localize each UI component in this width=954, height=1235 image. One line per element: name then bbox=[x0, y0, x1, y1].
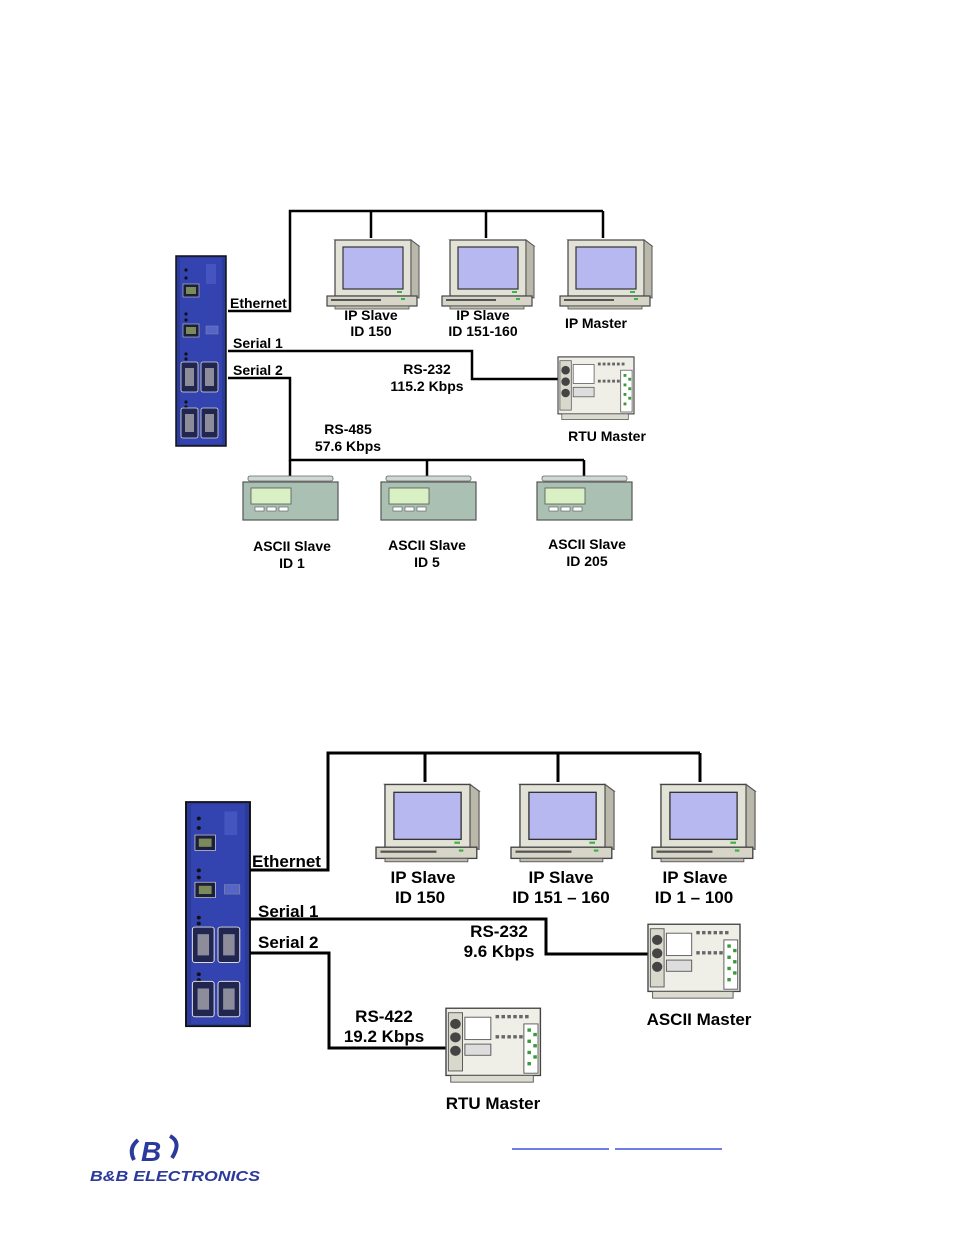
ethernet-bus-1 bbox=[228, 209, 605, 313]
ascii-slave-5-device bbox=[380, 475, 477, 521]
serial2-label-2: Serial 2 bbox=[258, 933, 319, 952]
serial1-label-2: Serial 1 bbox=[258, 902, 319, 921]
computer-4-name: IP Slave bbox=[391, 868, 456, 887]
computer-1-id: ID 150 bbox=[350, 323, 391, 339]
footer: B B&B ELECTRONICS bbox=[90, 1134, 722, 1185]
ascii-slave-1-id: ID 1 bbox=[279, 555, 305, 571]
ascii-master-plc bbox=[647, 923, 741, 999]
rtu-master-label-1: RTU Master bbox=[568, 428, 646, 444]
bb-electronics-logo: B B&B ELECTRONICS bbox=[90, 1134, 260, 1185]
serial1-line-1 bbox=[228, 349, 558, 381]
computer-2-name: IP Slave bbox=[456, 307, 510, 323]
logo-letter: B bbox=[141, 1136, 161, 1167]
vlinx-device-1 bbox=[175, 255, 227, 447]
computer-4-ip-slave-150 bbox=[375, 783, 480, 863]
diagram-2: Ethernet Serial 1 Serial 2 RS-232 9.6 Kb… bbox=[185, 751, 756, 1113]
ascii-slave-205-name: ASCII Slave bbox=[548, 536, 626, 552]
computer-2-ip-slave-151-160 bbox=[441, 239, 535, 310]
ascii-slave-205-id: ID 205 bbox=[566, 553, 607, 569]
serial1-label-1: Serial 1 bbox=[233, 335, 283, 351]
computer-4-id: ID 150 bbox=[395, 888, 445, 907]
ascii-slave-5-name: ASCII Slave bbox=[388, 537, 466, 553]
ascii-slave-1-name: ASCII Slave bbox=[253, 538, 331, 554]
rs422-speed-label-2: 19.2 Kbps bbox=[344, 1027, 424, 1046]
computer-6-name: IP Slave bbox=[663, 868, 728, 887]
ascii-slave-1-device bbox=[242, 475, 339, 521]
computer-5-name: IP Slave bbox=[529, 868, 594, 887]
computer-1-name: IP Slave bbox=[344, 307, 398, 323]
rs485-label-1: RS-485 bbox=[324, 421, 372, 437]
serial1-line-2 bbox=[250, 917, 650, 956]
ethernet-bus-2 bbox=[250, 751, 702, 872]
vlinx-device-2 bbox=[185, 801, 251, 1028]
computer-3-ip-master bbox=[559, 239, 653, 310]
ascii-slave-5-id: ID 5 bbox=[414, 554, 440, 570]
diagram-1: Ethernet Serial 1 Serial 2 RS-232 115.2 … bbox=[175, 209, 653, 571]
computer-6-ip-slave-1-100 bbox=[651, 783, 756, 863]
rtu-master-plc-1 bbox=[557, 356, 635, 421]
computer-5-id: ID 151 – 160 bbox=[512, 888, 609, 907]
rtu-master-label-2: RTU Master bbox=[446, 1094, 541, 1113]
rs422-label-2: RS-422 bbox=[355, 1007, 413, 1026]
serial2-label-1: Serial 2 bbox=[233, 362, 283, 378]
rs485-speed-label-1: 57.6 Kbps bbox=[315, 438, 381, 454]
rs232-speed-label-1: 115.2 Kbps bbox=[390, 378, 463, 394]
computer-2-id: ID 151-160 bbox=[448, 323, 517, 339]
rtu-master-plc-2 bbox=[445, 1007, 542, 1083]
ascii-slave-205-device bbox=[536, 475, 633, 521]
computer-6-id: ID 1 – 100 bbox=[655, 888, 733, 907]
ascii-master-label: ASCII Master bbox=[647, 1010, 752, 1029]
ethernet-label-2: Ethernet bbox=[252, 852, 321, 871]
rs232-label-2: RS-232 bbox=[470, 922, 528, 941]
logo-wordmark: B&B ELECTRONICS bbox=[90, 1168, 260, 1185]
ethernet-label-1: Ethernet bbox=[230, 295, 287, 311]
rs232-label-1: RS-232 bbox=[403, 361, 451, 377]
computer-5-ip-slave-151-160 bbox=[510, 783, 615, 863]
computer-1-ip-slave-150 bbox=[326, 239, 420, 310]
serial2-line-2 bbox=[250, 951, 446, 1050]
rs232-speed-label-2: 9.6 Kbps bbox=[464, 942, 535, 961]
serial2-bus-1 bbox=[228, 376, 586, 478]
computer-3-name: IP Master bbox=[565, 315, 628, 331]
